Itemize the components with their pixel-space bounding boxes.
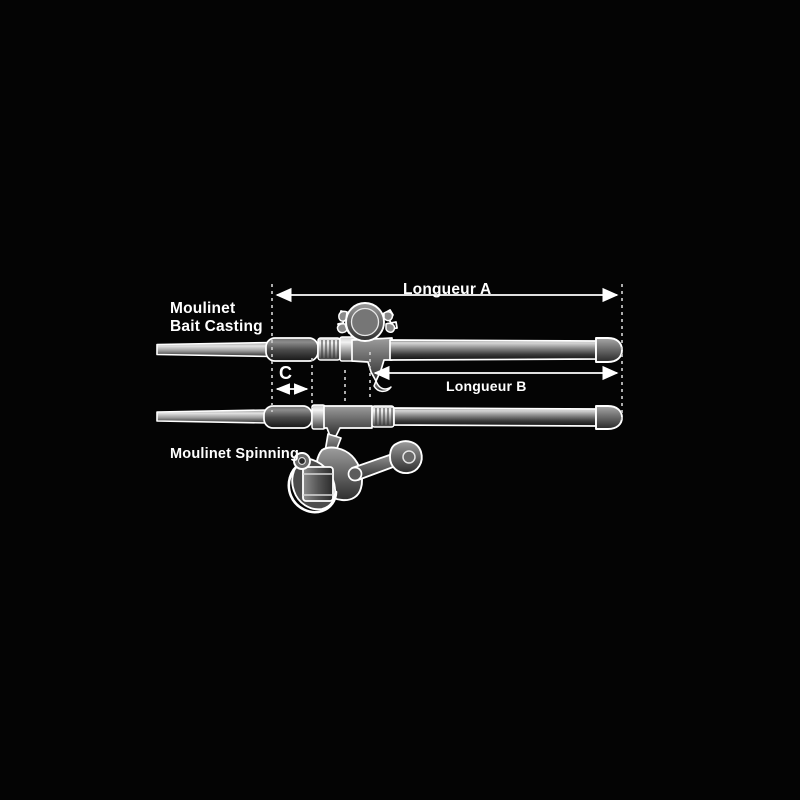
rod-blank-main-lower [393,407,597,427]
rod-blank-thin-section-lower [156,409,269,424]
rod-rear-grip-lower [263,405,313,429]
rod-rear-grip-upper [265,337,319,362]
reel-seat-band-lower [311,404,326,430]
reel-seat-lock-ring-upper [317,337,341,361]
bait-casting-reel [336,302,398,342]
label-moulinet-spinning: Moulinet Spinning [170,446,300,462]
label-longueur-a: Longueur A [403,281,492,298]
bait-casting-rod [156,302,623,393]
spinning-rod [156,404,623,514]
reel-seat-body-lower [323,405,373,437]
label-c: C [279,363,293,383]
rod-butt-cap-upper [595,337,623,363]
rod-blank-main-upper [389,339,597,361]
reel-seat-lock-ring-lower [371,405,395,428]
label-moulinet-line2: Bait Casting [170,318,263,336]
reel-seat-body-upper [351,337,393,382]
rod-blank-thin-section-upper [156,341,273,358]
dimension-guide-lines [271,284,623,420]
label-moulinet-line1: Moulinet [170,300,236,317]
rod-butt-cap-lower [595,405,623,430]
trigger-grip-upper [373,380,392,393]
dimension-arrows [275,287,619,395]
label-longueur-b: Longueur B [446,378,527,394]
spinning-reel [287,433,423,514]
